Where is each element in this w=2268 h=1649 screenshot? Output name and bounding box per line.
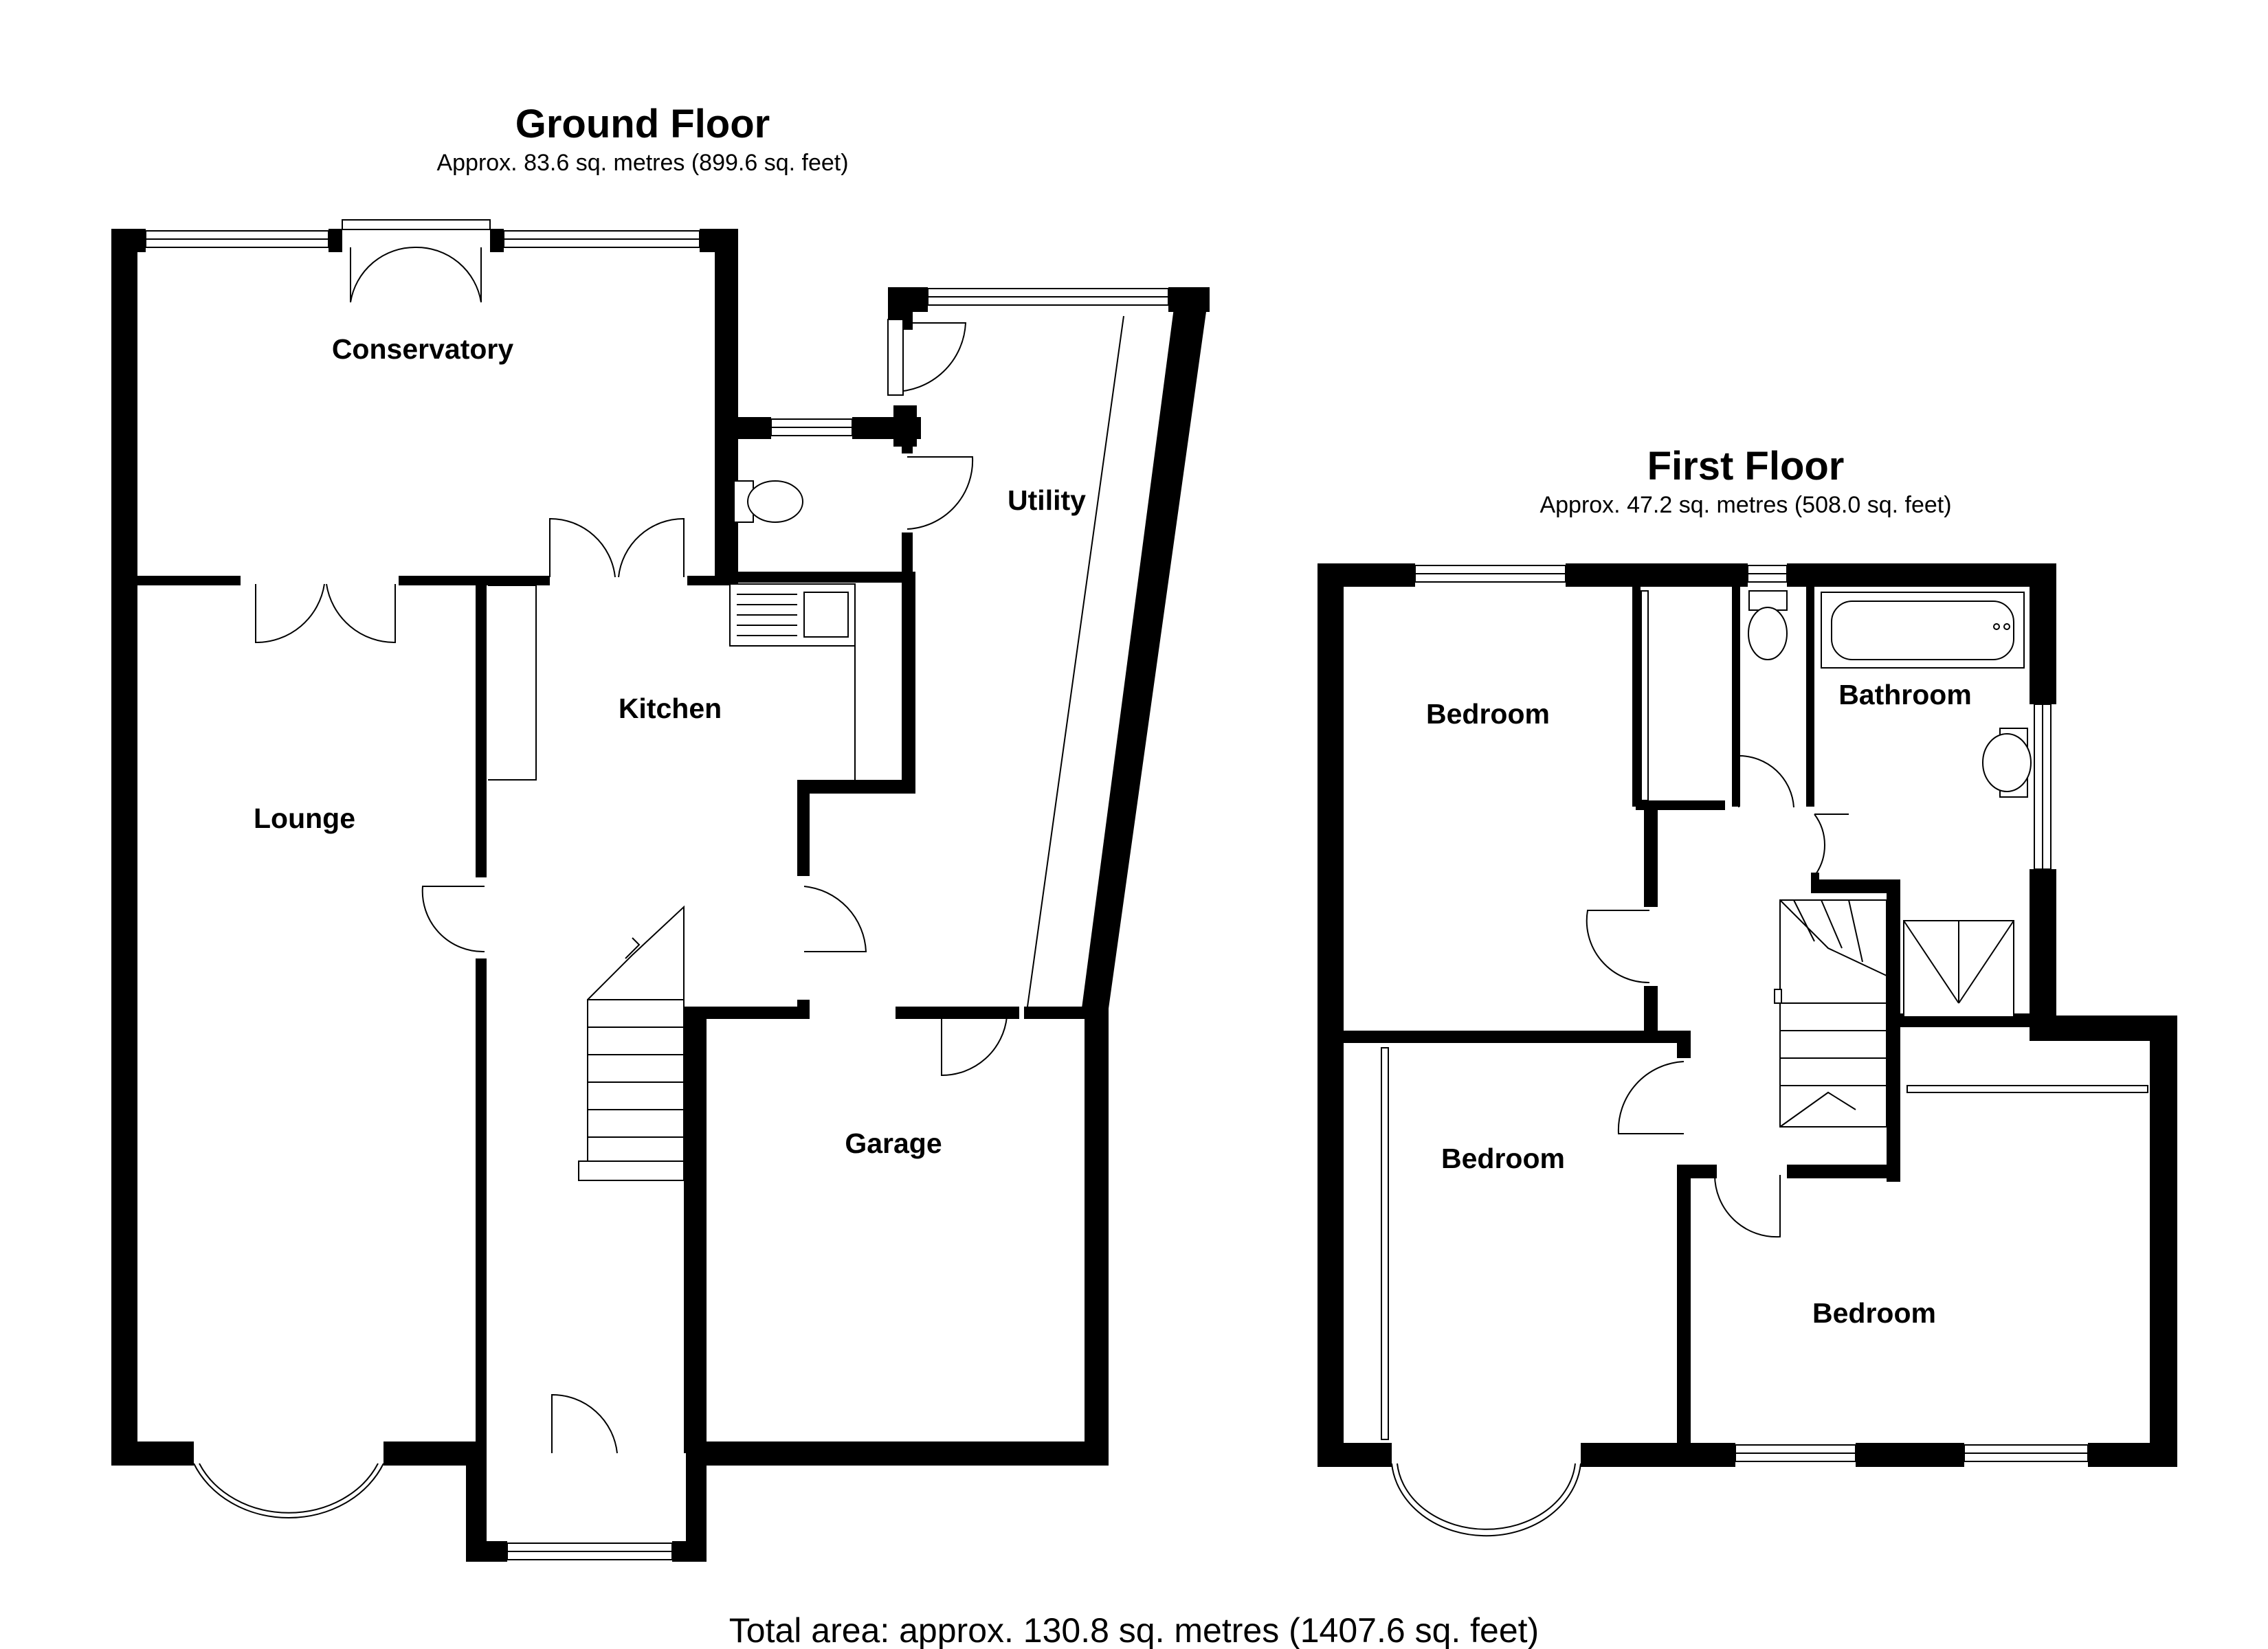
room-label-bedroom-2: Bedroom (1441, 1143, 1565, 1174)
room-label-bathroom: Bathroom (1838, 679, 1972, 710)
first-floor-internal-walls (1344, 587, 2031, 1467)
total-area: Total area: approx. 130.8 sq. metres (14… (729, 1611, 1539, 1649)
first-floor-outer-walls (1318, 563, 2177, 1467)
ground-floor-fixtures (488, 315, 1124, 1181)
room-label-bedroom-1: Bedroom (1426, 698, 1550, 730)
ground-floor-area: Approx. 83.6 sq. metres (899.6 sq. feet) (436, 150, 848, 176)
room-label-lounge: Lounge (254, 803, 355, 834)
room-label-kitchen: Kitchen (619, 693, 722, 724)
room-label-garage: Garage (845, 1128, 942, 1159)
ground-floor-windows (145, 230, 1169, 1560)
room-label-utility: Utility (1008, 484, 1086, 516)
ground-floor-outer-walls (111, 229, 1210, 1562)
first-floor-doors (1586, 754, 1849, 1238)
ground-floor-doors (193, 219, 1008, 1518)
ground-floor-plan: Ground Floor Approx. 83.6 sq. metres (89… (111, 102, 1210, 1562)
ground-floor-title: Ground Floor (515, 102, 770, 146)
ground-floor-internal-walls (137, 405, 1093, 1453)
first-floor-fixtures (1748, 590, 2032, 1128)
first-floor-title: First Floor (1647, 444, 1845, 489)
first-floor-area: Approx. 47.2 sq. metres (508.0 sq. feet) (1539, 492, 1951, 518)
first-floor-windows (1381, 565, 2148, 1537)
room-label-conservatory: Conservatory (332, 333, 514, 365)
first-floor-plan: First Floor Approx. 47.2 sq. metres (508… (1318, 444, 2177, 1537)
room-label-bedroom-3: Bedroom (1812, 1297, 1936, 1329)
